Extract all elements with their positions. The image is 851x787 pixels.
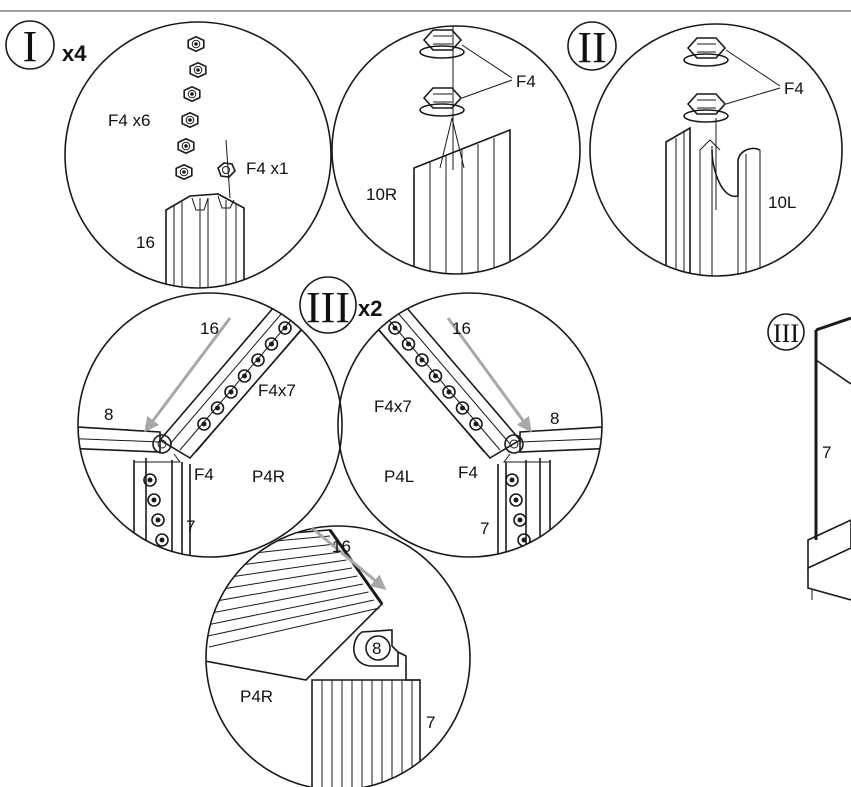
bolt-icon <box>155 533 169 547</box>
nut-icon <box>175 163 193 181</box>
bolt-icon <box>505 473 519 487</box>
bolt-icon <box>264 337 279 351</box>
insert-arrow-p4l <box>446 317 532 433</box>
bolt-icon <box>401 337 416 351</box>
joint-part-bottom: 8 <box>372 639 381 658</box>
step3-marker: III x2 <box>299 276 382 334</box>
profile-16-label: 16 <box>136 233 155 252</box>
profile-16 <box>165 193 245 288</box>
side-part-p4l: 8 <box>550 409 559 428</box>
fastener-row-p4r <box>197 321 292 431</box>
insert-arrow-bottom <box>299 526 387 590</box>
flange-nut-icon <box>683 93 729 123</box>
side-part-p4r: 8 <box>104 405 113 424</box>
post-p4r: 7 <box>186 517 195 536</box>
bolt-icon <box>513 513 527 527</box>
top-part-bottom: 16 <box>332 537 351 556</box>
bolt-icon <box>143 473 157 487</box>
step1-numeral: I <box>23 22 38 71</box>
part-label-10r: 10R <box>366 185 397 204</box>
step2-marker: II <box>567 21 617 72</box>
top-part-p4l: 16 <box>452 319 471 338</box>
fasteners-p4l: F4x7 <box>374 397 412 416</box>
profile-16-diagonal <box>368 298 522 460</box>
single-nut-label: F4 x1 <box>246 159 289 178</box>
bolt-icon <box>237 369 252 383</box>
step1-multiplier: x4 <box>62 41 87 66</box>
top-part-p4r: 16 <box>200 319 219 338</box>
nut-icon <box>183 85 201 103</box>
flange-nut-icon <box>419 87 465 117</box>
profile-8-horizontal <box>519 425 602 453</box>
nut-icon <box>189 61 207 79</box>
fastener-row-p4l <box>388 321 483 431</box>
joint-fastener-p4r: F4 <box>194 465 214 484</box>
insert-arrow <box>225 139 231 199</box>
step3-side-numeral: III <box>773 319 799 348</box>
panel-bottom: P4R <box>240 687 273 706</box>
fastener-label-10r: F4 <box>516 72 536 91</box>
fastener-label-10l: F4 <box>784 79 804 98</box>
step3-numeral: III <box>306 283 350 332</box>
bolt-icon <box>278 321 292 335</box>
detail-p4l-circle: 16 F4x7 8 F4 P4L 7 <box>337 292 603 558</box>
insert-arrow-p4r <box>144 317 232 433</box>
bolt-icon <box>147 493 161 507</box>
profile-10l <box>665 126 761 276</box>
nut-icon <box>181 111 199 129</box>
profile-16-roof <box>206 529 384 681</box>
profile-7-vertical <box>133 458 191 557</box>
nut-column <box>175 35 207 181</box>
bolt-icon <box>210 401 225 415</box>
nuts-label: F4 x6 <box>108 111 151 130</box>
flange-nut-icon <box>683 37 729 67</box>
step2-numeral: II <box>577 23 606 72</box>
bolt-icon <box>224 385 238 399</box>
fastener-column-p4r <box>143 473 169 547</box>
bolt-icon <box>251 353 265 367</box>
fastener-column-p4l <box>505 473 531 547</box>
step3-multiplier: x2 <box>358 296 382 321</box>
detail-bottom-circle: 16 8 P4R 7 <box>205 525 471 787</box>
nut-icon <box>187 35 205 53</box>
panel-p4r: P4R <box>252 467 285 486</box>
profile-8-joint <box>353 629 420 681</box>
post-p4l: 7 <box>480 519 489 538</box>
step1-marker: I x4 <box>5 20 87 71</box>
detail-step1-circle: F4 x6 F4 x1 16 <box>64 21 332 289</box>
flange-nut-icon <box>419 29 465 59</box>
side-view-partial: III 7 <box>767 313 851 601</box>
bolt-icon <box>428 369 443 383</box>
post-bottom: 7 <box>426 713 435 732</box>
bolt-icon <box>455 401 470 415</box>
panel-p4l: P4L <box>384 467 414 486</box>
joint-fastener-p4l: F4 <box>458 463 478 482</box>
fasteners-p4r: F4x7 <box>258 381 296 400</box>
part-label-10l: 10L <box>768 193 796 212</box>
profile-8-horizontal <box>78 425 161 453</box>
bolt-icon <box>388 321 402 335</box>
side-view-post-label: 7 <box>822 443 831 462</box>
single-nut-icon <box>217 162 236 178</box>
detail-10r-circle: F4 10R <box>331 25 581 275</box>
bolt-icon <box>469 417 483 431</box>
profile-7-vertical <box>497 458 551 557</box>
bolt-icon <box>151 513 165 527</box>
bolt-icon <box>197 417 211 431</box>
bolt-icon <box>509 493 523 507</box>
profile-10r <box>413 117 511 274</box>
nut-icon <box>177 137 195 155</box>
detail-10l-circle: F4 10L <box>589 23 843 277</box>
detail-p4r-circle: 16 F4x7 8 F4 P4R 7 <box>77 292 343 558</box>
panel-p4r <box>311 679 421 787</box>
bolt-icon <box>442 385 456 399</box>
bolt-icon <box>415 353 429 367</box>
